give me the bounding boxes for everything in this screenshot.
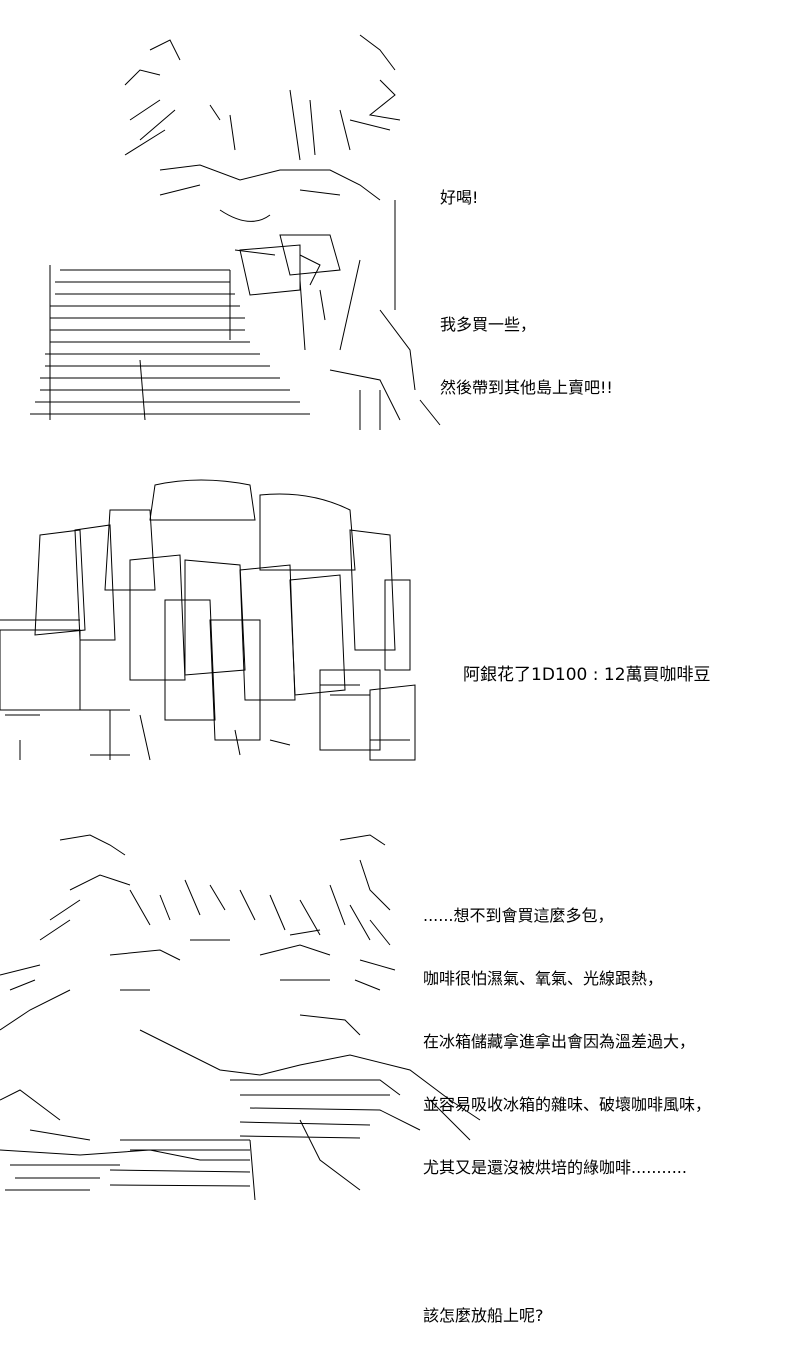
thinking-character-art <box>0 830 490 1200</box>
character-drinking-art <box>0 20 460 430</box>
coffee-sacks-art <box>0 470 430 770</box>
monologue-line: ......想不到會買這麼多包， <box>423 906 614 925</box>
monologue-line: 尤其又是還沒被烘培的綠咖啡........... <box>423 1158 687 1177</box>
dialogue-line: 我多買一些， <box>440 315 537 334</box>
panel-1: 好喝! 我多買一些， 然後帶到其他島上賣吧!! <box>0 0 800 440</box>
panel-3: ......想不到會買這麼多包， 咖啡很怕濕氣、氧氣、光線跟熱， 在冰箱儲藏拿進… <box>0 820 800 1325</box>
monologue-line: 在冰箱儲藏拿進拿出會因為溫差過大， <box>423 1032 696 1051</box>
monologue-line: 該怎麼放船上呢? <box>423 1306 544 1325</box>
monologue-line: 咖啡很怕濕氣、氧氣、光線跟熱， <box>423 969 664 988</box>
narration-line: 阿銀花了1D100 : 12萬買咖啡豆 <box>463 665 711 685</box>
dialogue-line: 好喝! <box>440 188 479 207</box>
panel-3-monologue: ......想不到會買這麼多包， 咖啡很怕濕氣、氧氣、光線跟熱， 在冰箱儲藏拿進… <box>423 863 711 1368</box>
panel-2-narration: 阿銀花了1D100 : 12萬買咖啡豆 <box>463 623 711 728</box>
panel-1-dialogue: 好喝! 我多買一些， 然後帶到其他島上賣吧!! <box>440 145 613 440</box>
dialogue-line: 然後帶到其他島上賣吧!! <box>440 378 613 397</box>
monologue-line: 並容易吸收冰箱的雜味、破壞咖啡風味， <box>423 1095 712 1114</box>
panel-2: 阿銀花了1D100 : 12萬買咖啡豆 <box>0 460 800 780</box>
